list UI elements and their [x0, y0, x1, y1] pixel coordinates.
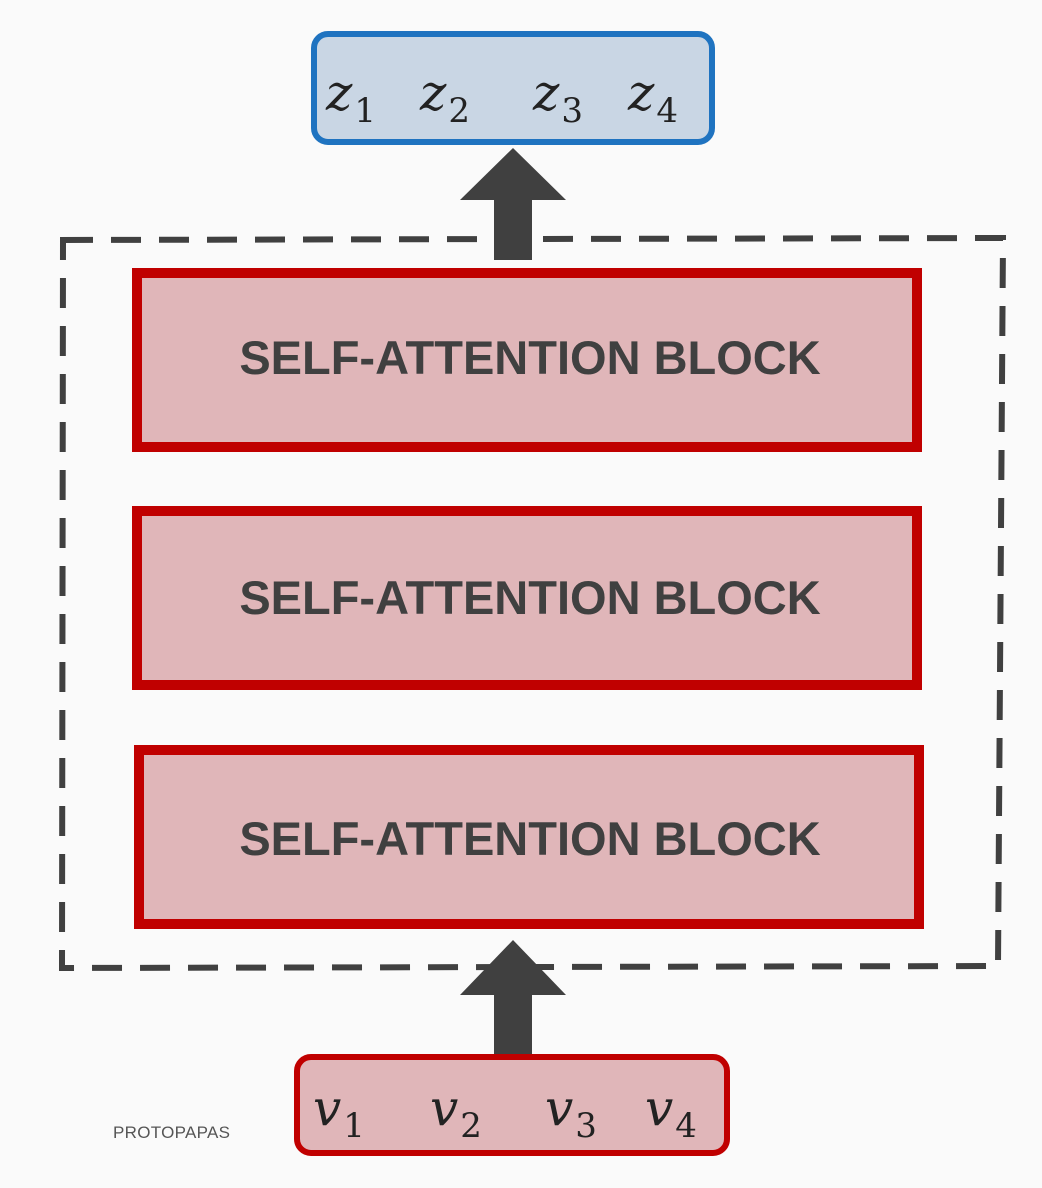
- output-token-1: z1: [325, 64, 376, 131]
- input-token-var: v: [545, 1079, 573, 1137]
- input-token-var: v: [645, 1079, 673, 1137]
- input-token-1: v1: [313, 1079, 365, 1146]
- output-token-3: z3: [532, 64, 583, 131]
- self-attention-block: SELF-ATTENTION BLOCK: [132, 506, 922, 690]
- input-token-subscript: 2: [460, 1106, 482, 1146]
- input-token-subscript: 1: [343, 1106, 365, 1146]
- output-token-subscript: 1: [354, 91, 376, 131]
- output-token-2: z2: [419, 64, 470, 131]
- block-label: SELF-ATTENTION BLOCK: [239, 571, 820, 624]
- self-attention-block: SELF-ATTENTION BLOCK: [132, 268, 922, 452]
- up-arrow-to-blocks-icon: [460, 940, 566, 1056]
- input-token-4: v4: [645, 1079, 697, 1146]
- output-token-subscript: 3: [561, 91, 583, 131]
- output-token-4: z4: [627, 64, 678, 131]
- output-token-var: z: [419, 64, 447, 122]
- output-token-var: z: [532, 64, 560, 122]
- output-token-var: z: [325, 64, 353, 122]
- input-token-var: v: [313, 1079, 341, 1137]
- input-token-3: v3: [545, 1079, 597, 1146]
- up-arrow-to-output-icon: [460, 148, 566, 260]
- input-token-subscript: 3: [575, 1106, 597, 1146]
- output-token-subscript: 2: [448, 91, 470, 131]
- block-label: SELF-ATTENTION BLOCK: [239, 331, 820, 384]
- output-token-var: z: [627, 64, 655, 122]
- input-token-subscript: 4: [675, 1106, 697, 1146]
- input-token-2: v2: [430, 1079, 482, 1146]
- self-attention-block: SELF-ATTENTION BLOCK: [134, 745, 924, 929]
- input-token-var: v: [430, 1079, 458, 1137]
- output-token-subscript: 4: [656, 91, 678, 131]
- block-label: SELF-ATTENTION BLOCK: [239, 812, 820, 865]
- encoder-dashed-border: [58, 234, 1007, 972]
- author-label: PROTOPAPAS: [113, 1123, 230, 1142]
